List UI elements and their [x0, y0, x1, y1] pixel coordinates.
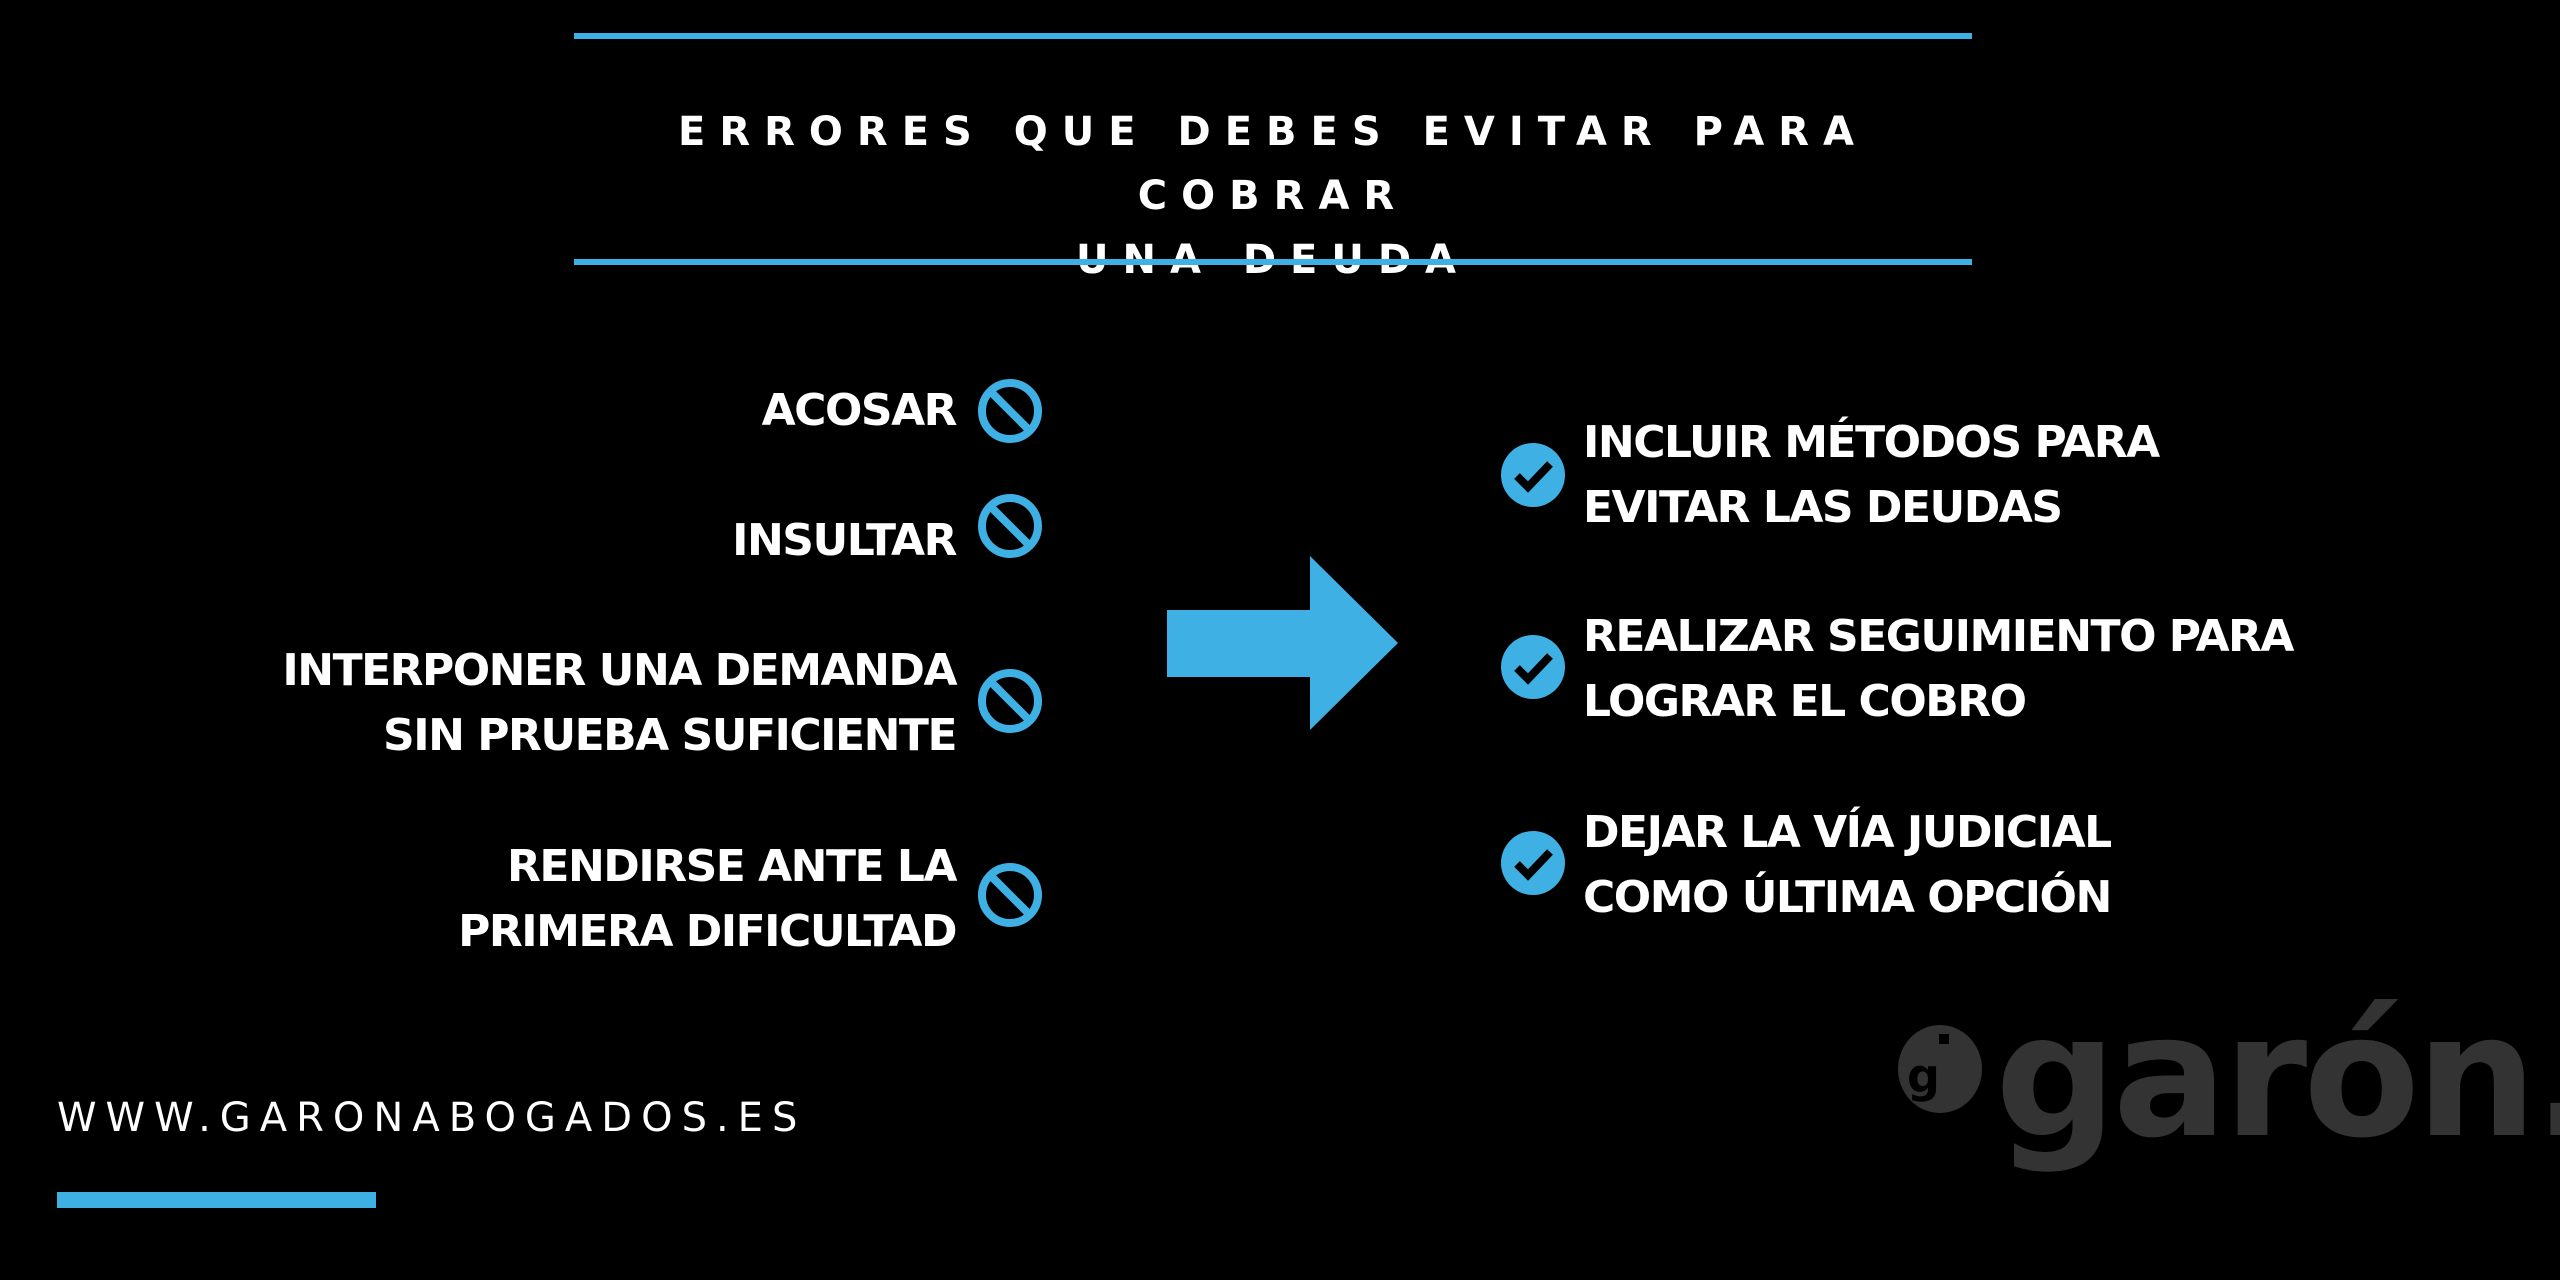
do-item: DEJAR LA VÍA JUDICIAL COMO ÚLTIMA OPCIÓN [1583, 800, 2112, 930]
top-divider [574, 33, 1972, 39]
check-circle-icon [1501, 443, 1565, 507]
avoid-item-text: ACOSAR [761, 385, 958, 436]
ban-icon [978, 379, 1042, 443]
logo-badge-icon: g [1898, 1025, 1982, 1113]
avoid-item-text: INSULTAR [732, 515, 957, 566]
page-title: ERRORES QUE DEBES EVITAR PARA COBRAR UNA… [574, 100, 1972, 292]
avoid-item-text-line-1: INTERPONER UNA DEMANDA [282, 645, 957, 696]
url-underline-bar [57, 1192, 376, 1208]
bottom-divider [574, 259, 1972, 265]
check-circle-icon [1501, 831, 1565, 895]
do-item-text-line-1: REALIZAR SEGUIMIENTO PARA [1583, 611, 2294, 662]
avoid-item: ACOSAR [761, 378, 958, 443]
avoid-item: RENDIRSE ANTE LA PRIMERA DIFICULTAD [458, 834, 957, 964]
do-item-text-line-2: COMO ÚLTIMA OPCIÓN [1583, 872, 2112, 923]
do-item-text-line-2: EVITAR LAS DEUDAS [1583, 482, 2063, 533]
ban-icon [978, 863, 1042, 927]
do-item: INCLUIR MÉTODOS PARA EVITAR LAS DEUDAS [1583, 410, 2160, 540]
ban-icon [978, 669, 1042, 733]
avoid-item: INTERPONER UNA DEMANDA SIN PRUEBA SUFICI… [282, 638, 957, 768]
do-item-text-line-2: LOGRAR EL COBRO [1583, 676, 2027, 727]
ban-icon [978, 494, 1042, 558]
website-url[interactable]: WWW.GARONABOGADOS.ES [57, 1095, 807, 1141]
avoid-item-text-line-2: SIN PRUEBA SUFICIENTE [383, 710, 957, 761]
check-circle-icon [1501, 635, 1565, 699]
avoid-item: INSULTAR [732, 508, 957, 573]
garon-logo: g garón. [1895, 992, 2560, 1200]
avoid-item-text-line-2: PRIMERA DIFICULTAD [458, 906, 957, 957]
do-item: REALIZAR SEGUIMIENTO PARA LOGRAR EL COBR… [1583, 604, 2294, 734]
svg-text:g: g [1907, 1049, 1940, 1103]
arrow-right-icon [1167, 556, 1398, 730]
avoid-item-text-line-1: RENDIRSE ANTE LA [507, 841, 957, 892]
do-item-text-line-1: DEJAR LA VÍA JUDICIAL [1583, 807, 2112, 858]
do-item-text-line-1: INCLUIR MÉTODOS PARA [1583, 417, 2160, 468]
logo-wordmark: garón. [1995, 978, 2560, 1176]
title-line-1: ERRORES QUE DEBES EVITAR PARA COBRAR [678, 109, 1868, 219]
